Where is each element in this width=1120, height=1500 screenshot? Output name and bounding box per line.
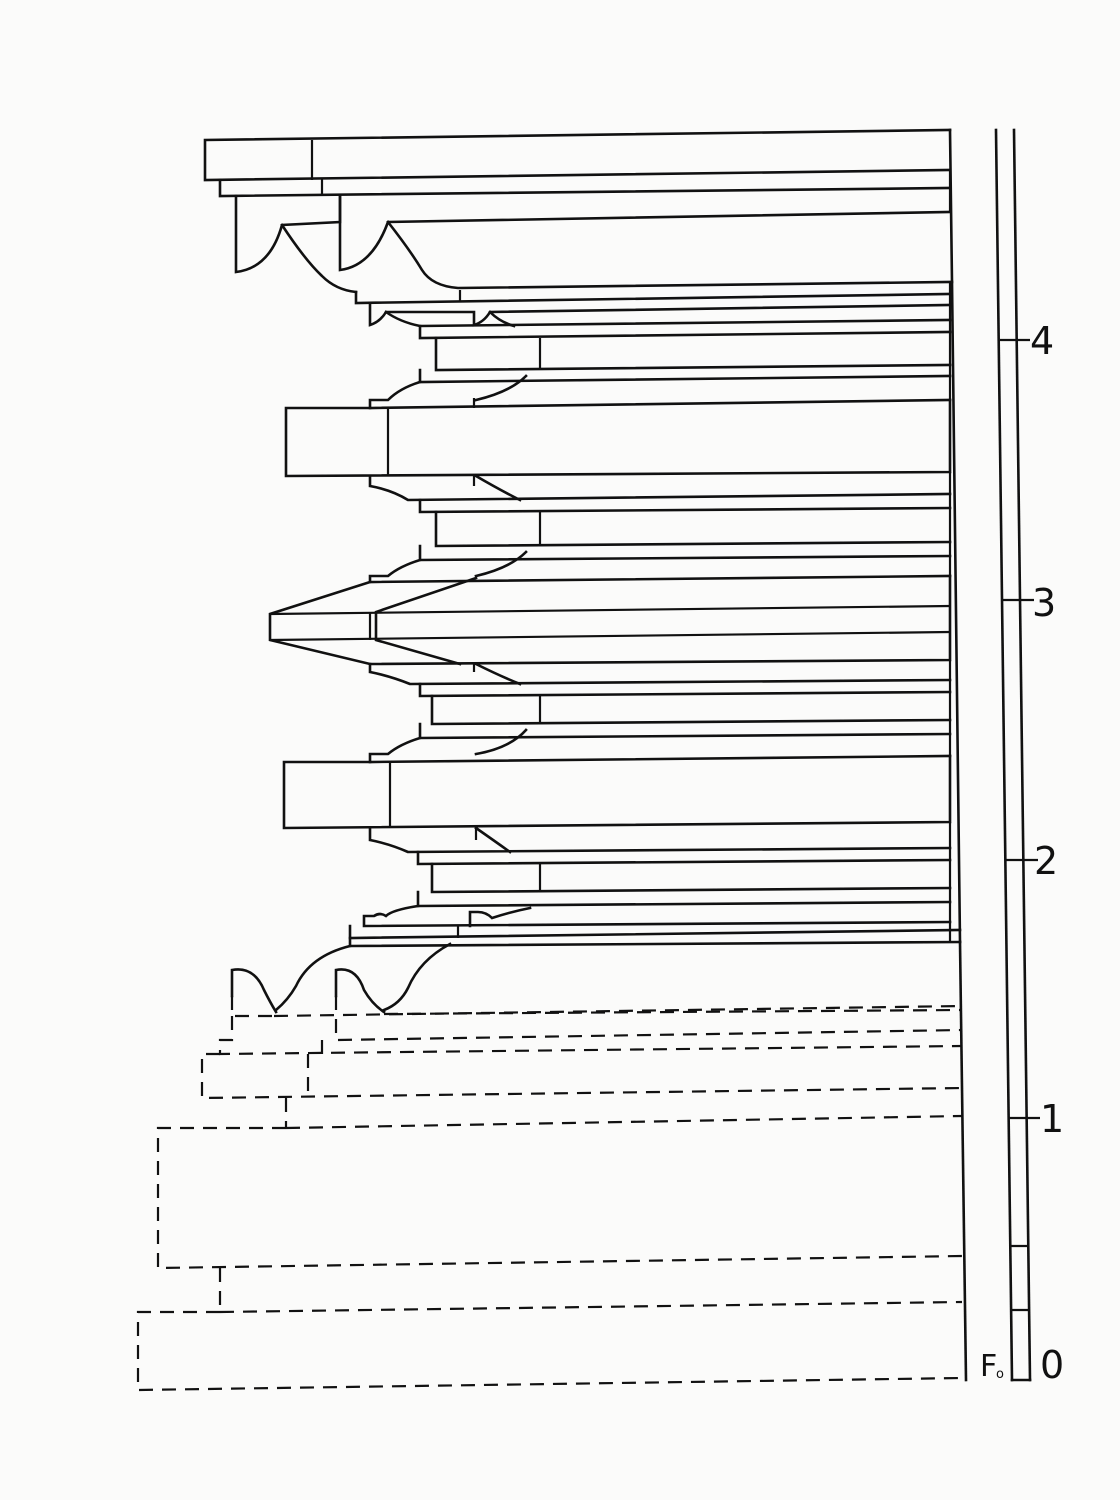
restored-base-dashed: [136, 996, 963, 1392]
wall-line: [948, 128, 968, 1382]
floor-marker: F o: [980, 1349, 1004, 1384]
scale-label-4: 4: [1030, 319, 1054, 363]
middle-pointed-band: [268, 574, 952, 764]
floor-marker-letter: F: [980, 1349, 997, 1384]
scale-bar: 4 3 2 1 0: [994, 128, 1064, 1387]
lower-block: [282, 754, 962, 948]
scale-label-3: 3: [1032, 581, 1056, 625]
scale-label-0: 0: [1040, 1343, 1064, 1387]
floor-marker-subscript: o: [996, 1367, 1004, 1382]
upper-mouldings: [354, 282, 952, 410]
cornice-profile: [203, 128, 952, 294]
upper-block: [284, 398, 952, 584]
scale-label-1: 1: [1040, 1097, 1064, 1141]
base-cyma: [230, 942, 452, 1014]
scale-label-2: 2: [1034, 839, 1058, 883]
